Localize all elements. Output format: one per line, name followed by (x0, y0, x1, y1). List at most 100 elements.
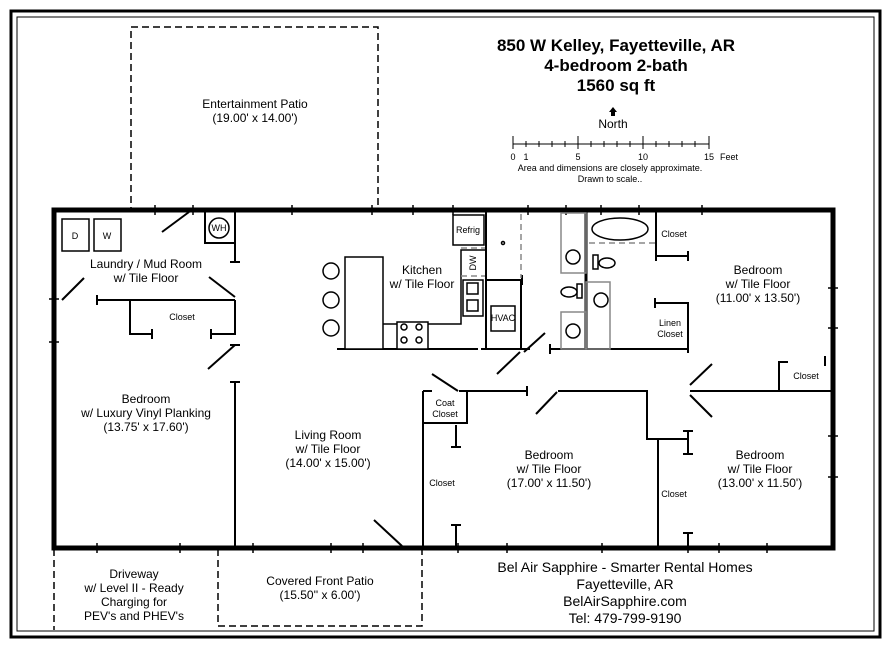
bathroom-fixtures (461, 212, 655, 350)
room-master-closet: Closet (661, 229, 687, 239)
bar-stool-icon (322, 319, 340, 337)
sink-icon (565, 323, 581, 339)
drain-icon (500, 240, 506, 246)
driveway-line: w/ Level II - Ready (84, 581, 184, 595)
bar-stool-icon (322, 262, 340, 280)
room-floor: w/ Tile Floor (295, 442, 361, 456)
north-label: North (598, 117, 628, 131)
area-subtitle: 1560 sq ft (576, 76, 656, 95)
room-dims: (15.50'' x 6.00') (279, 588, 361, 602)
room-dims: (13.75' x 17.60') (103, 420, 189, 434)
company-name: Bel Air Sapphire - Smarter Rental Homes (497, 559, 753, 575)
scale-unit-label: Feet (719, 152, 739, 162)
room-entertainment-patio: Entertainment Patio (19.00' x 14.00') (202, 97, 307, 125)
room-floor: w/ Tile Floor (516, 462, 582, 476)
toilet-tank-icon (576, 283, 583, 299)
room-dims: (14.00' x 15.00') (285, 456, 371, 470)
room-name: Covered Front Patio (266, 574, 374, 588)
room-floor: w/ Luxury Vinyl Planking (81, 406, 211, 420)
scale-tick-label: 1 (523, 152, 529, 162)
scale-note: Area and dimensions are closely approxim… (518, 163, 703, 185)
north-arrow-icon (609, 107, 617, 116)
water-heater-icon (208, 217, 230, 239)
closet-line: Coat (435, 398, 455, 408)
scale-tick-label: 0 (510, 152, 516, 162)
room-bedroom-se: Bedroom w/ Tile Floor (13.00' x 11.50') (718, 448, 802, 490)
room-driveway: Driveway w/ Level II - Ready Charging fo… (84, 567, 184, 623)
scale-note-line: Area and dimensions are closely approxim… (517, 163, 703, 173)
washer-box (93, 218, 122, 252)
burner-icon (400, 336, 408, 344)
room-name: Living Room (294, 428, 362, 442)
dryer-label: D (71, 231, 79, 241)
room-center-closet: Closet (429, 478, 455, 488)
scale-tick-label: 5 (575, 152, 581, 162)
room-name: Bedroom (524, 448, 574, 462)
room-living: Living Room w/ Tile Floor (14.00' x 15.0… (285, 428, 370, 470)
room-floor: w/ Tile Floor (113, 271, 179, 285)
room-name: Bedroom (733, 263, 783, 277)
driveway-line: Charging for (100, 595, 168, 609)
address-title: 850 W Kelley, Fayetteville, AR (496, 36, 736, 55)
room-name: Entertainment Patio (202, 97, 308, 111)
room-name: Bedroom (121, 392, 171, 406)
company-city: Fayetteville, AR (576, 576, 674, 592)
company-website: BelAirSapphire.com (563, 593, 687, 609)
closet-line: Closet (432, 409, 458, 419)
burner-icon (415, 336, 423, 344)
page-frame-outer (9, 9, 882, 639)
interior-walls (96, 210, 833, 548)
room-floor: w/ Tile Floor (725, 277, 791, 291)
room-dims: (19.00' x 14.00') (212, 111, 298, 125)
room-bedroom-ne: Bedroom w/ Tile Floor (11.00' x 13.50') (716, 263, 800, 305)
room-bedroom-west: Bedroom w/ Luxury Vinyl Planking (13.75'… (81, 392, 211, 434)
room-laundry-closet: Closet (169, 312, 195, 322)
dishwasher-label: DW (468, 255, 478, 271)
toilet-bowl-icon (598, 257, 616, 269)
covered-patio-outline (217, 549, 423, 627)
refrigerator-label: Refrig (455, 225, 481, 235)
toilet-bowl-icon (560, 286, 578, 298)
driveway-line: PEV's and PHEV's (84, 609, 184, 623)
burner-icon (400, 323, 408, 331)
room-name: Kitchen (401, 263, 443, 277)
bathtub-icon (591, 217, 649, 241)
room-dims: (13.00' x 11.50') (717, 476, 803, 490)
room-dims: (11.00' x 13.50') (715, 291, 801, 305)
room-se-closet: Closet (661, 489, 687, 499)
page-frame-inner (16, 16, 875, 632)
door-swings (61, 211, 713, 547)
room-floor: w/ Tile Floor (389, 277, 455, 291)
room-linen-closet: Linen Closet (657, 318, 683, 340)
scale-tick-label: 10 (637, 152, 649, 162)
room-laundry: Laundry / Mud Room w/ Tile Floor (90, 257, 202, 285)
hvac-box (490, 305, 516, 332)
water-heater-label: WH (211, 223, 227, 233)
scale-bar (512, 136, 710, 149)
footer-contact: Bel Air Sapphire - Smarter Rental Homes … (497, 559, 752, 627)
wall-ticks (49, 205, 838, 553)
exterior-walls (51, 207, 836, 551)
hvac-label: HVAC (490, 313, 516, 323)
dryer-box (61, 218, 90, 252)
closet-line: Linen (658, 318, 682, 328)
scale-tick-label: 15 (703, 152, 715, 162)
bar-stool-icon (322, 291, 340, 309)
scale-note-line: Drawn to scale.. (577, 174, 643, 184)
room-bedroom-center: Bedroom w/ Tile Floor (17.00' x 11.50') (507, 448, 591, 490)
sink-icon (593, 292, 609, 308)
company-phone: Tel: 479-799-9190 (568, 610, 682, 626)
driveway-line: Driveway (109, 567, 159, 581)
room-kitchen: Kitchen w/ Tile Floor (390, 263, 455, 291)
room-covered-patio: Covered Front Patio (15.50'' x 6.00') (266, 574, 373, 602)
sink-icon (565, 249, 581, 265)
room-name: Laundry / Mud Room (89, 257, 203, 271)
room-name: Bedroom (735, 448, 785, 462)
layout-subtitle: 4-bedroom 2-bath (544, 56, 688, 75)
room-floor: w/ Tile Floor (727, 462, 793, 476)
room-coat-closet: Coat Closet (432, 398, 458, 420)
room-dims: (17.00' x 11.50') (506, 476, 592, 490)
title-block: 850 W Kelley, Fayetteville, AR 4-bedroom… (497, 36, 735, 96)
closet-line: Closet (657, 329, 683, 339)
